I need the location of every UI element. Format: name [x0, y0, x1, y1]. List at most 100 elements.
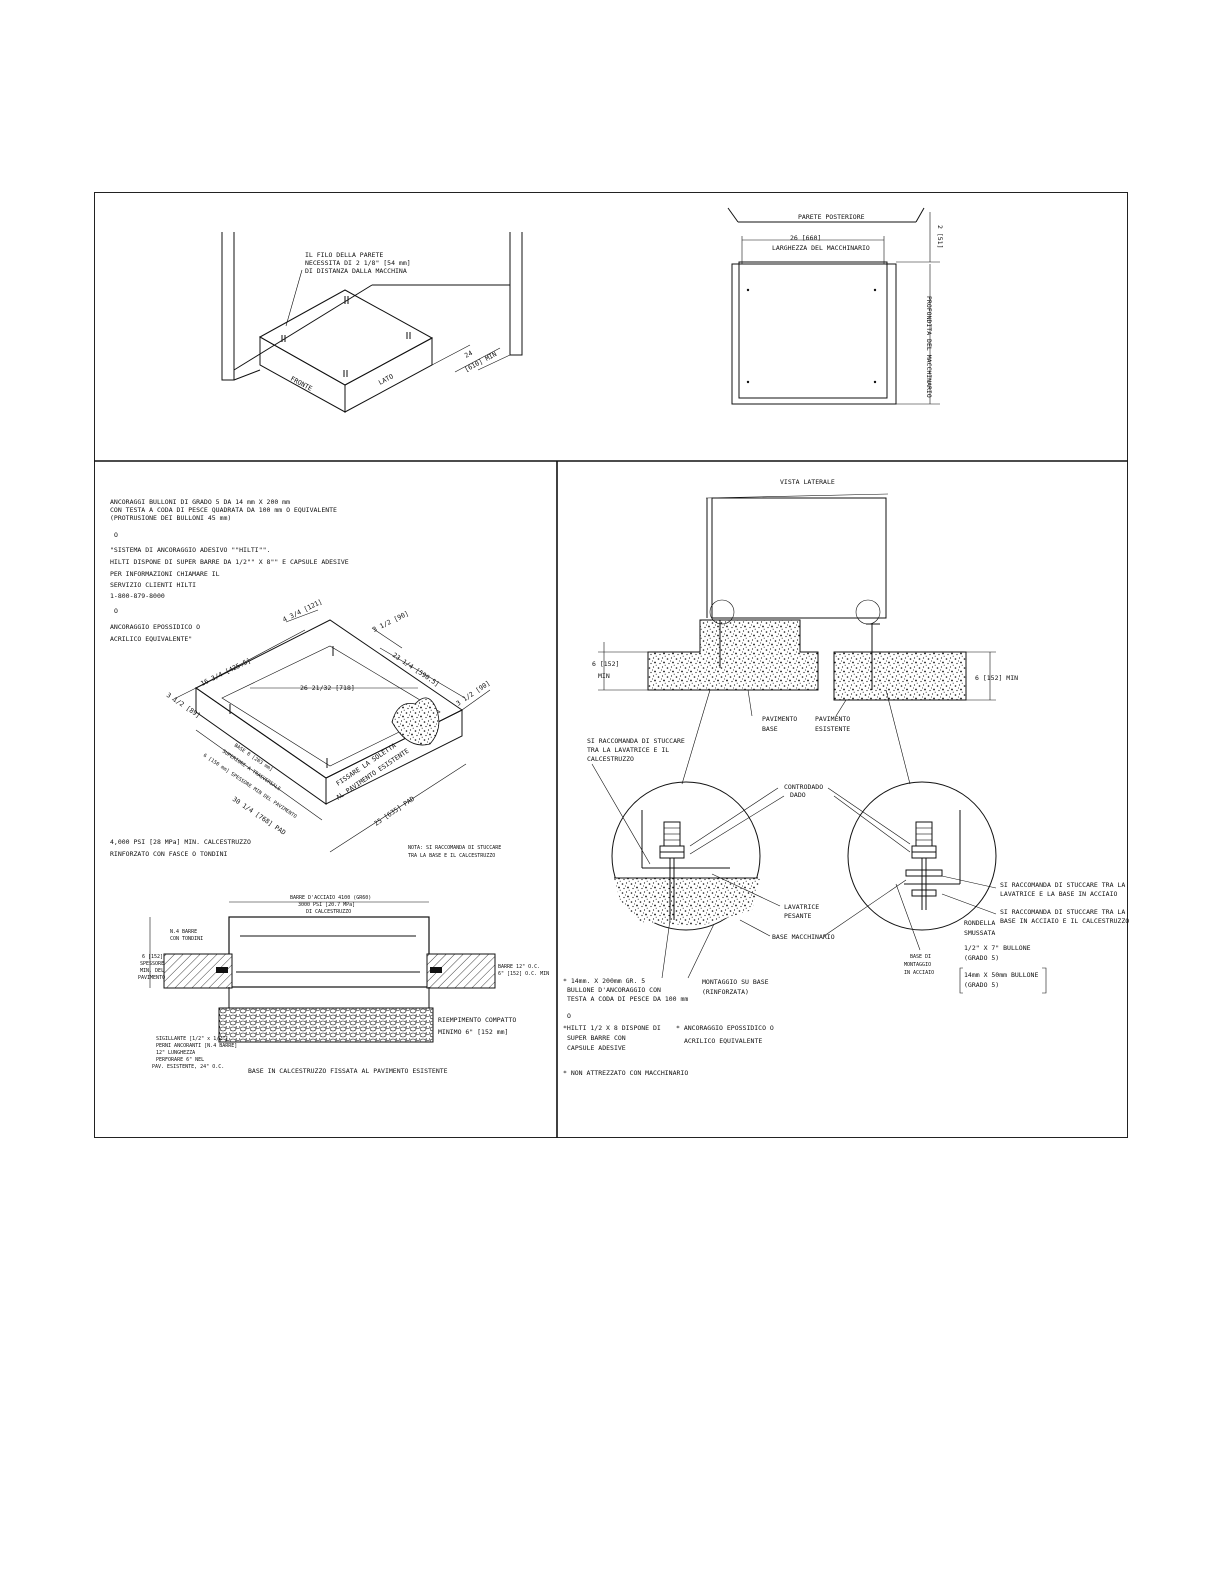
concrete-note-1: 4,000 PSI [28 MPa] MIN. CALCESTRUZZO — [110, 838, 251, 846]
dim-121: 4 3/4 [121] — [281, 598, 323, 624]
side-title: VISTA LATERALE — [780, 478, 835, 486]
side-view: VISTA LATERALE 6 [152] MIN 6 [152] MIN P… — [563, 478, 1129, 1077]
concrete-note-2: RINFORZATO CON FASCE O TONDINI — [110, 850, 227, 858]
dim-718: 26 21/32 [718] — [300, 684, 355, 692]
right-mid-2: 6" [152] O.C. MIN — [498, 971, 549, 977]
heavy-1: LAVATRICE — [784, 903, 819, 911]
base-outline — [738, 261, 888, 399]
note-e: * NON ATTREZZATO CON MACCHINARIO — [563, 1069, 688, 1077]
bolt2-2: (GRADO 5) — [964, 981, 999, 989]
note-a-3: TESTA A CODA DI PESCE DA 100 mm — [567, 995, 688, 1003]
machine-body — [711, 497, 887, 619]
bolt2-1: 14mm X 50mm BULLONE — [964, 971, 1038, 979]
right-note1-1: SI RACCOMANDA DI STUCCARE TRA LA — [1000, 881, 1125, 889]
side-grout-1: SI RACCOMANDA DI STUCCARE — [587, 737, 685, 745]
section-top-note-2: 3000 PSI [20.7 MPa] — [298, 902, 355, 908]
steel-base-1: BASE DI — [910, 954, 931, 960]
nut-label-2: DADO — [790, 791, 806, 799]
hilti-note-5: 1-800-879-8000 — [110, 592, 165, 600]
plan-view-top: PARETE POSTERIORE 26 [660] LARGHEZZA DEL… — [727, 207, 944, 405]
width-label: LARGHEZZA DEL MACCHINARIO — [772, 244, 870, 252]
bolt1-1: 1/2" X 7" BULLONE — [964, 944, 1031, 952]
hilti-note-1: "SISTEMA DI ANCORAGGIO ADESIVO ""HILTI""… — [110, 546, 270, 554]
right-note2-2: BASE IN ACCIAIO E IL CALCESTRUZZO — [1000, 917, 1129, 925]
epoxy-note-1: ANCORAGGIO EPOSSIDICO O — [110, 623, 200, 631]
or-2: O — [114, 607, 118, 615]
existing-floor-left — [163, 953, 233, 989]
bottom-left-3: 12" LUNGHEZZA — [156, 1050, 195, 1056]
grout-note-2: TRA LA BASE E IL CALCESTRUZZO — [408, 853, 495, 859]
compacted-fill — [218, 1007, 434, 1043]
left-top-2: CON TONDINI — [170, 936, 203, 942]
right-mid-1: BARRE 12" O.C. — [498, 964, 540, 970]
left-top-1: N.4 BARRE — [170, 929, 197, 935]
wall-note-3: DI DISTANZA DALLA MACCHINA — [305, 267, 407, 275]
pad-detail: ANCORAGGI BULLONI DI GRADO 5 DA 14 mm X … — [110, 498, 501, 859]
hilti-note-3: PER INFORMAZIONI CHIAMARE IL — [110, 570, 220, 578]
left-mid-2: SPESSORE — [140, 961, 164, 967]
width-value: 26 [660] — [790, 234, 821, 242]
anchor-note-1: ANCORAGGI BULLONI DI GRADO 5 DA 14 mm X … — [110, 498, 290, 506]
detail-circle-left — [611, 781, 761, 931]
slab-left-min: MIN — [598, 672, 610, 680]
note-d-2: ACRILICO EQUIVALENTE — [684, 1037, 762, 1045]
note-d-1: * ANCORAGGIO EPOSSIDICO O — [676, 1024, 774, 1032]
bolt1-2: (GRADO 5) — [964, 954, 999, 962]
washer-2: SMUSSATA — [964, 929, 995, 937]
rear-clearance: 2 [51] — [936, 225, 944, 248]
anchor-note-3: (PROTRUSIONE DEI BULLONI 45 mm) — [110, 514, 231, 522]
concrete-cutaway — [391, 697, 440, 746]
nut-label-1: CONTRODADO — [784, 783, 823, 791]
base-machine-label: BASE MACCHINARIO — [772, 933, 835, 941]
bottom-left-2: PERNI ANCORANTI [N.4 BARRE] — [156, 1043, 237, 1049]
iso-view-top: IL FILO DELLA PARETE NECESSITA DI 2 1/8"… — [221, 232, 523, 413]
base-slab — [647, 619, 819, 691]
dim-90b: 3 1/2 [90] — [455, 679, 492, 708]
pad-front — [259, 336, 346, 413]
pav-base-2: BASE — [762, 725, 778, 733]
pad-top — [258, 289, 434, 386]
epoxy-note-2: ACRILICO EQUIVALENTE" — [110, 635, 192, 643]
detail-circle-right — [847, 781, 997, 931]
side-label: LATO — [377, 372, 395, 386]
bottom-left-1: SIGILLANTE [1/2" x 1/2"] — [156, 1036, 228, 1042]
concrete-pad-section — [228, 916, 430, 988]
left-mid-3: MIN. DEL — [140, 968, 164, 974]
wall-note-2: NECESSITA DI 2 1/8" [54 mm] — [305, 259, 411, 267]
fill-note-1: RIEMPIMENTO COMPATTO — [438, 1016, 516, 1024]
bottom-left-4: PERFORARE 6" NEL — [156, 1057, 204, 1063]
left-mid-1: 6 [152] — [142, 954, 163, 960]
note-a-1: * 14mm. X 200mm GR. 5 — [563, 977, 645, 985]
pav-exist-2: ESISTENTE — [815, 725, 850, 733]
pad-block-front — [195, 687, 327, 805]
front-label: FRONTE — [289, 375, 314, 393]
note-c-1: *HILTI 1/2 X 8 DISPONE DI — [563, 1024, 661, 1032]
or-1: O — [114, 531, 118, 539]
drawing-sheet — [94, 192, 1128, 1138]
slab-right: 6 [152] MIN — [975, 674, 1018, 682]
pad-depth: 25 [635] PAD — [373, 795, 416, 828]
right-note1-2: LAVATRICE E LA BASE IN ACCIAIO — [1000, 890, 1117, 898]
pav-exist-1: PAVIMENTO — [815, 715, 850, 723]
clearance-value: 24 — [463, 349, 474, 360]
slab-left-value: 6 [152] — [592, 660, 619, 668]
pav-base-1: PAVIMENTO — [762, 715, 797, 723]
dim-425: 16 3/4 [425.5] — [199, 657, 252, 688]
heavy-2: PESANTE — [784, 912, 811, 920]
anchor-note-2: CON TESTA A CODA DI PESCE QUADRATA DA 10… — [110, 506, 337, 514]
section-detail: BARRE D'ACCIAIO 4100 (GR60) 3000 PSI [20… — [138, 895, 549, 1075]
bottom-left-5: PAV. ESISTENTE, 24" O.C. — [152, 1064, 224, 1070]
rear-wall-label: PARETE POSTERIORE — [798, 213, 865, 221]
grout-note-1: NOTA: SI RACCOMANDA DI STUCCARE — [408, 845, 501, 851]
side-grout-3: CALCESTRUZZO — [587, 755, 634, 763]
existing-floor — [833, 651, 967, 701]
side-grout-2: TRA LA LAVATRICE E IL — [587, 746, 669, 754]
note-b-2: (RINFORZATA) — [702, 988, 749, 996]
dim-590: 23 1/4 [590.5] — [391, 651, 441, 688]
right-note2-1: SI RACCOMANDA DI STUCCARE TRA LA — [1000, 908, 1125, 916]
steel-base-3: IN ACCIAIO — [904, 970, 934, 976]
depth-label: PROFONDITA DEL MACCHINARIO — [925, 296, 933, 398]
note-b-1: MONTAGGIO SU BASE — [702, 978, 769, 986]
right-wall — [509, 232, 523, 356]
note-c-3: CAPSULE ADESIVE — [567, 1044, 626, 1052]
